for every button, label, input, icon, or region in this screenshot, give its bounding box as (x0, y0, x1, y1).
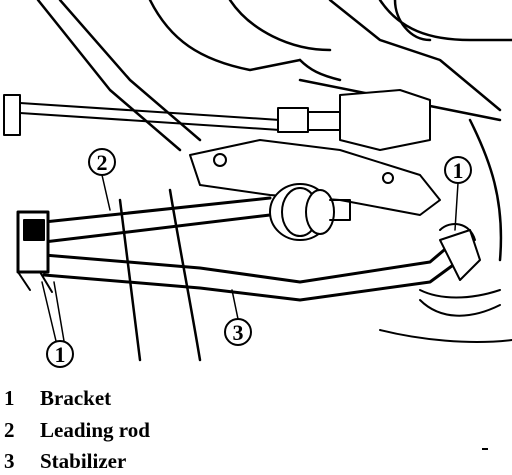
callout-3-label: 3 (233, 320, 244, 345)
parts-legend: 1 Bracket 2 Leading rod 3 Stabilizer (0, 384, 512, 474)
legend-item-stabilizer: 3 Stabilizer (4, 449, 126, 475)
legend-number: 1 (4, 386, 15, 410)
stray-mark (482, 448, 488, 450)
legend-text: Leading rod (40, 418, 150, 442)
legend-item-bracket: 1 Bracket (4, 386, 111, 412)
callout-1-left-label: 1 (55, 342, 66, 367)
callout-2: 2 (88, 148, 116, 211)
legend-item-leading-rod: 2 Leading rod (4, 418, 150, 444)
vehicle-body-outline (36, 0, 512, 362)
frame-member (189, 139, 441, 216)
upper-rod (3, 89, 431, 151)
callout-3: 3 (224, 289, 252, 346)
callout-1-left: 1 (41, 281, 74, 368)
stabilizer-bar (42, 223, 481, 302)
legend-text: Bracket (40, 386, 112, 410)
lower-arm (379, 289, 512, 343)
leading-rod (42, 183, 351, 244)
legend-number: 2 (4, 418, 15, 442)
callout-2-label: 2 (97, 150, 108, 175)
callout-1-right: 1 (444, 156, 472, 231)
legend-number: 3 (4, 449, 15, 473)
legend-text: Stabilizer (40, 449, 127, 473)
suspension-illustration: 2 1 3 1 (3, 0, 512, 368)
callout-1-right-label: 1 (453, 158, 464, 183)
left-bracket (16, 210, 53, 293)
